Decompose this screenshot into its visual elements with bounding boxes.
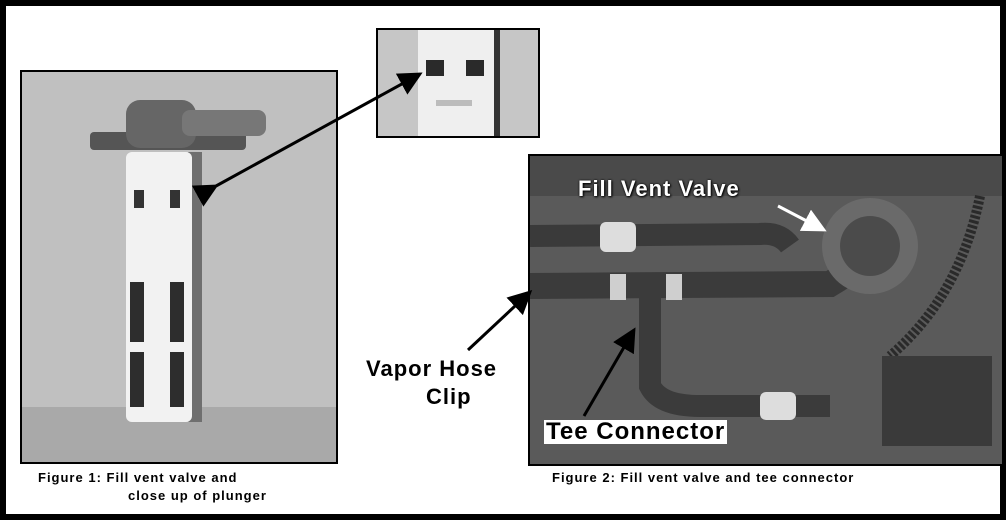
- fill-vent-arrow: [777, 204, 827, 232]
- closeup-arrow: [191, 72, 423, 207]
- fill-vent-valve-label: Fill Vent Valve: [578, 176, 740, 201]
- figure2-caption: Figure 2: Fill vent valve and tee connec…: [552, 470, 855, 485]
- plunger-closeup-image: [378, 30, 538, 136]
- figure-sheet: Figure 1: Fill vent valve and close up o…: [4, 4, 1004, 516]
- vapor-hose-label-line1: Vapor Hose: [366, 356, 498, 381]
- callout-arrows: [191, 72, 827, 417]
- figure1-caption-line2: close up of plunger: [128, 488, 267, 503]
- tee-connector-label: Tee Connector: [544, 418, 728, 445]
- figure2-photo: [528, 154, 1004, 466]
- figure1-caption-line1: Figure 1: Fill vent valve and: [38, 470, 238, 485]
- vapor-hose-label-line2: Clip: [426, 384, 472, 409]
- vapor-hose-arrow: [466, 289, 533, 352]
- tee-connector-arrow: [582, 327, 636, 417]
- engine-bay-image: [530, 156, 1002, 464]
- fill-vent-valve-image: [22, 72, 336, 462]
